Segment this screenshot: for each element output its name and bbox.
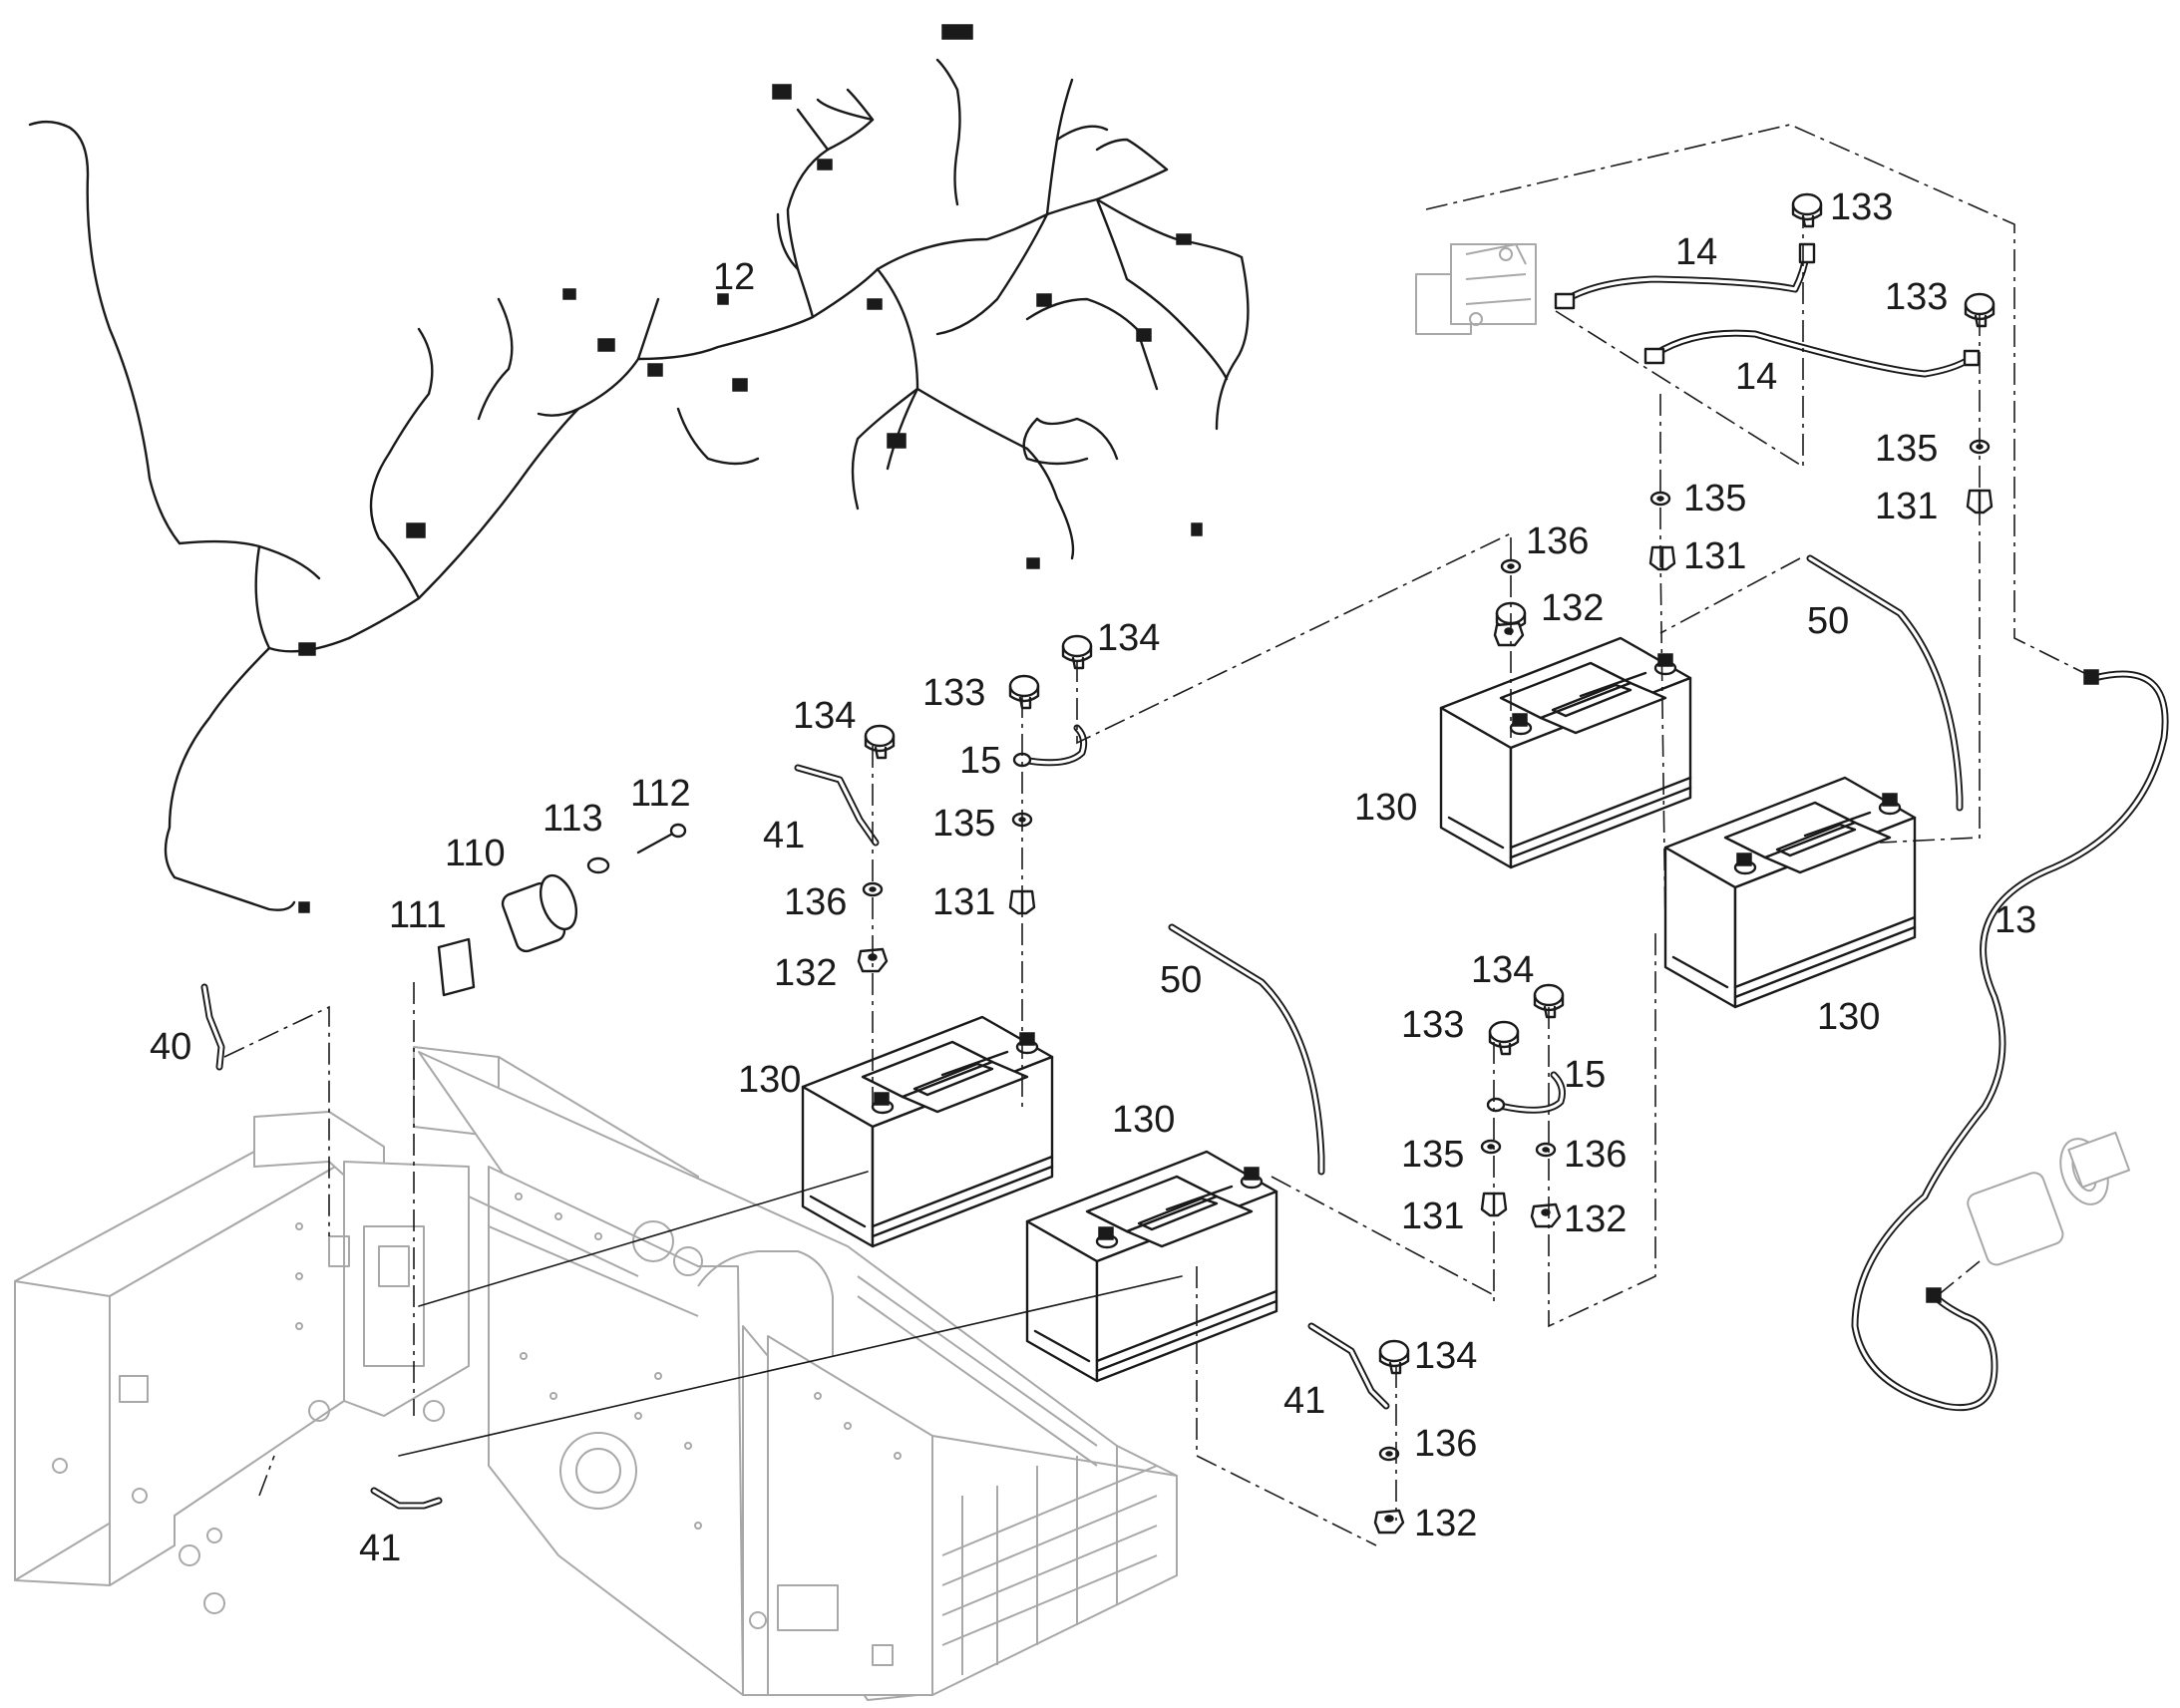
- callout-133-d: 133: [1885, 276, 1948, 318]
- callout-134-c: 134: [1471, 949, 1534, 991]
- callout-15-b: 15: [1564, 1054, 1606, 1096]
- callout-50-a: 50: [1160, 959, 1202, 1001]
- callout-41-c: 41: [359, 1528, 401, 1569]
- callout-50-b: 50: [1807, 600, 1849, 642]
- callout-133-c: 133: [1830, 186, 1893, 228]
- callout-135-a: 135: [932, 803, 995, 845]
- callout-136-a: 136: [784, 881, 847, 923]
- callout-132-a: 132: [774, 952, 837, 994]
- callout-131-a: 131: [932, 881, 995, 923]
- battery-130-d: [1663, 776, 1917, 1009]
- alternator-cables-14: [1554, 242, 1981, 378]
- alternator: [1415, 243, 1537, 335]
- callout-14-b: 14: [1735, 356, 1777, 398]
- small-parts: [200, 192, 1996, 1535]
- callout-133-b: 133: [1401, 1004, 1464, 1046]
- callout-135-c: 135: [1683, 478, 1746, 519]
- leader-lines: [223, 124, 2085, 1546]
- battery-cable-13: [1851, 669, 2169, 1412]
- callout-132-c: 132: [1414, 1503, 1477, 1544]
- callout-130-b: 130: [1112, 1099, 1175, 1141]
- battery-130-a: [801, 1015, 1054, 1248]
- callout-136-d: 136: [1526, 520, 1589, 562]
- starter-motor: [1967, 1131, 2131, 1266]
- callout-130-c: 130: [1354, 787, 1417, 829]
- callout-14-a: 14: [1675, 231, 1717, 273]
- callout-131-b: 131: [1401, 1196, 1464, 1237]
- callout-133-a: 133: [922, 672, 985, 714]
- callout-132-d: 132: [1541, 587, 1604, 629]
- callout-135-d: 135: [1875, 428, 1938, 470]
- machine-chassis: [14, 1046, 1178, 1701]
- callout-134-d: 134: [1414, 1335, 1477, 1377]
- callout-134-b: 134: [1097, 617, 1160, 659]
- callout-132-b: 132: [1564, 1198, 1627, 1240]
- callout-41-b: 41: [1283, 1380, 1325, 1422]
- callout-12: 12: [713, 256, 755, 298]
- callout-110: 110: [445, 833, 506, 874]
- callout-134-a: 134: [793, 695, 856, 737]
- callout-112: 112: [630, 773, 691, 815]
- callout-130-a: 130: [738, 1059, 801, 1101]
- callout-111: 111: [389, 894, 447, 936]
- callouts: 12 13 14 14 15 15 40 41 41 41 50 50 110 …: [150, 186, 2036, 1569]
- callout-131-c: 131: [1683, 535, 1746, 577]
- wiring-harness-12: [28, 24, 1250, 913]
- callout-130-d: 130: [1817, 996, 1880, 1038]
- callout-40: 40: [150, 1026, 191, 1068]
- callout-135-b: 135: [1401, 1134, 1464, 1176]
- battery-130-c: [1439, 636, 1692, 869]
- battery-130-b: [1025, 1150, 1278, 1383]
- callout-13: 13: [1995, 899, 2036, 941]
- callout-15-a: 15: [959, 740, 1001, 782]
- callout-131-d: 131: [1875, 486, 1938, 527]
- callout-136-b: 136: [1564, 1134, 1627, 1176]
- callout-136-c: 136: [1414, 1423, 1477, 1465]
- callout-113: 113: [543, 798, 603, 840]
- battery-rods-50: [1168, 554, 1964, 1176]
- callout-41-a: 41: [763, 815, 805, 856]
